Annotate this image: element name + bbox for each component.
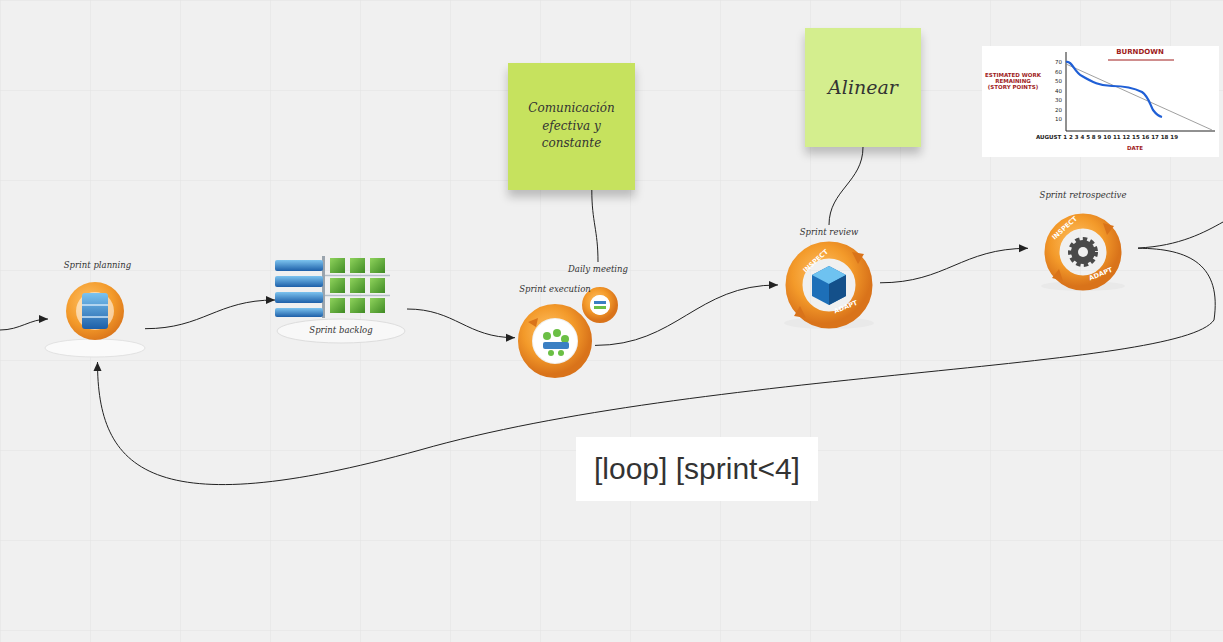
chart-title: BURNDOWN xyxy=(1090,49,1190,57)
tick-label: 40 xyxy=(1048,88,1062,94)
tick-label: 10 xyxy=(1048,116,1062,122)
flow-arrow xyxy=(145,300,275,329)
sticky-note: Comunicación efectiva y constante xyxy=(508,63,635,190)
flow-arrow xyxy=(407,309,515,338)
note-text: Alinear xyxy=(818,64,908,112)
tick-label: 20 xyxy=(1048,107,1062,113)
icon-label: Sprint retrospective xyxy=(1040,190,1127,200)
flow-arrow xyxy=(880,248,1028,282)
tick-label: 30 xyxy=(1048,97,1062,103)
daily-meeting-icon xyxy=(586,291,614,319)
tick-label: 60 xyxy=(1048,69,1062,75)
tick-label: 50 xyxy=(1048,78,1062,84)
axis-title: DATE xyxy=(1110,145,1160,151)
icon-label: Daily meeting xyxy=(568,264,628,274)
icon-label: Sprint execution xyxy=(519,284,590,294)
axis-title: ESTIMATED WORK REMAINING (STORY POINTS) xyxy=(984,72,1042,90)
daily-meeting-node: Daily meeting xyxy=(565,262,631,326)
icon-label: Sprint planning xyxy=(64,260,131,270)
burndown-chart xyxy=(982,46,1219,157)
execution-icon xyxy=(525,311,585,371)
backlog-icon xyxy=(275,256,405,343)
retrospective-icon xyxy=(1041,221,1125,291)
sprint-review-node: Sprint review xyxy=(778,225,880,330)
note-text: Comunicación efectiva y constante xyxy=(508,90,635,162)
sprint-retrospective-node: Sprint retrospective xyxy=(1028,188,1138,292)
outgoing-line xyxy=(1138,222,1223,248)
tick-label: 70 xyxy=(1048,59,1062,65)
leader-line xyxy=(829,147,863,225)
icon-label: Sprint backlog xyxy=(309,325,372,335)
icon-label: Sprint review xyxy=(800,227,859,237)
axis-ticks: AUGUST 1 2 3 4 5 8 9 10 11 12 15 16 17 1… xyxy=(1036,134,1218,140)
sprint-execution-node: Sprint execution xyxy=(515,282,595,378)
incoming-arrow xyxy=(0,319,48,330)
leader-line xyxy=(592,190,598,262)
flow-arrow xyxy=(595,285,778,346)
review-icon xyxy=(784,250,874,329)
sticky-note: Alinear xyxy=(805,28,921,147)
sprint-planning-node: Sprint planning xyxy=(50,258,145,362)
loop-condition: [loop] [sprint<4] xyxy=(576,437,818,501)
sprint-backlog-node: Sprint backlog xyxy=(275,255,407,345)
planning-icon xyxy=(45,282,145,357)
